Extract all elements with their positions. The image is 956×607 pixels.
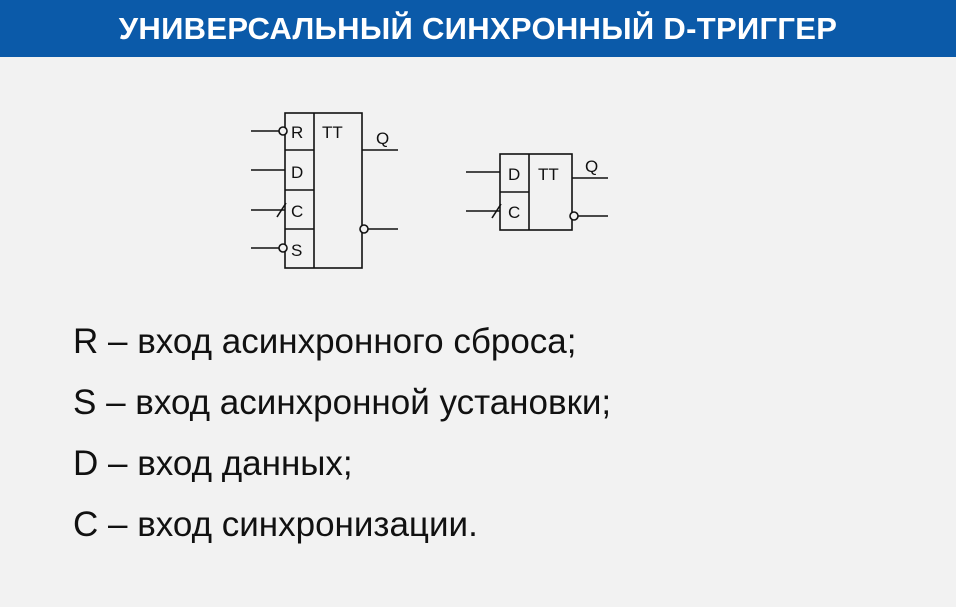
legend-item-s: S – вход асинхронной установки; bbox=[73, 383, 612, 422]
s-inversion-bubble bbox=[278, 243, 288, 253]
full-input-label-d: D bbox=[291, 163, 303, 182]
legend-item-r: R – вход асинхронного сброса; bbox=[73, 322, 577, 361]
full-function-label: TT bbox=[322, 123, 343, 142]
simple-output-label-q: Q bbox=[585, 157, 598, 176]
c-dynamic-slash bbox=[276, 202, 287, 218]
r-inversion-bubble bbox=[278, 126, 288, 136]
q-inverted-bubble bbox=[359, 224, 369, 234]
page-title: УНИВЕРСАЛЬНЫЙ СИНХРОННЫЙ D-ТРИГГЕР bbox=[118, 10, 838, 46]
full-input-label-r: R bbox=[291, 123, 303, 142]
simple-c-dynamic-slash bbox=[491, 203, 502, 219]
full-output-label-q: Q bbox=[376, 129, 389, 148]
simple-function-label: TT bbox=[538, 165, 559, 184]
full-input-label-c: C bbox=[291, 202, 303, 221]
full-d-trigger-symbol bbox=[251, 112, 398, 269]
legend-item-d: D – вход данных; bbox=[73, 444, 353, 483]
input-legend: R – вход асинхронного сброса; S – вход а… bbox=[73, 318, 611, 562]
simple-input-label-d: D bbox=[508, 165, 520, 184]
simple-d-trigger-labels: D C TT Q bbox=[508, 157, 598, 222]
simple-input-label-c: C bbox=[508, 203, 520, 222]
full-input-label-s: S bbox=[291, 241, 302, 260]
legend-item-c: C – вход синхронизации. bbox=[73, 505, 478, 544]
simple-q-inverted-bubble bbox=[569, 211, 579, 221]
simple-d-trigger-symbol bbox=[466, 153, 608, 231]
title-bar: УНИВЕРСАЛЬНЫЙ СИНХРОННЫЙ D-ТРИГГЕР bbox=[0, 0, 956, 57]
full-d-trigger-labels: R D C S TT Q bbox=[291, 123, 389, 260]
